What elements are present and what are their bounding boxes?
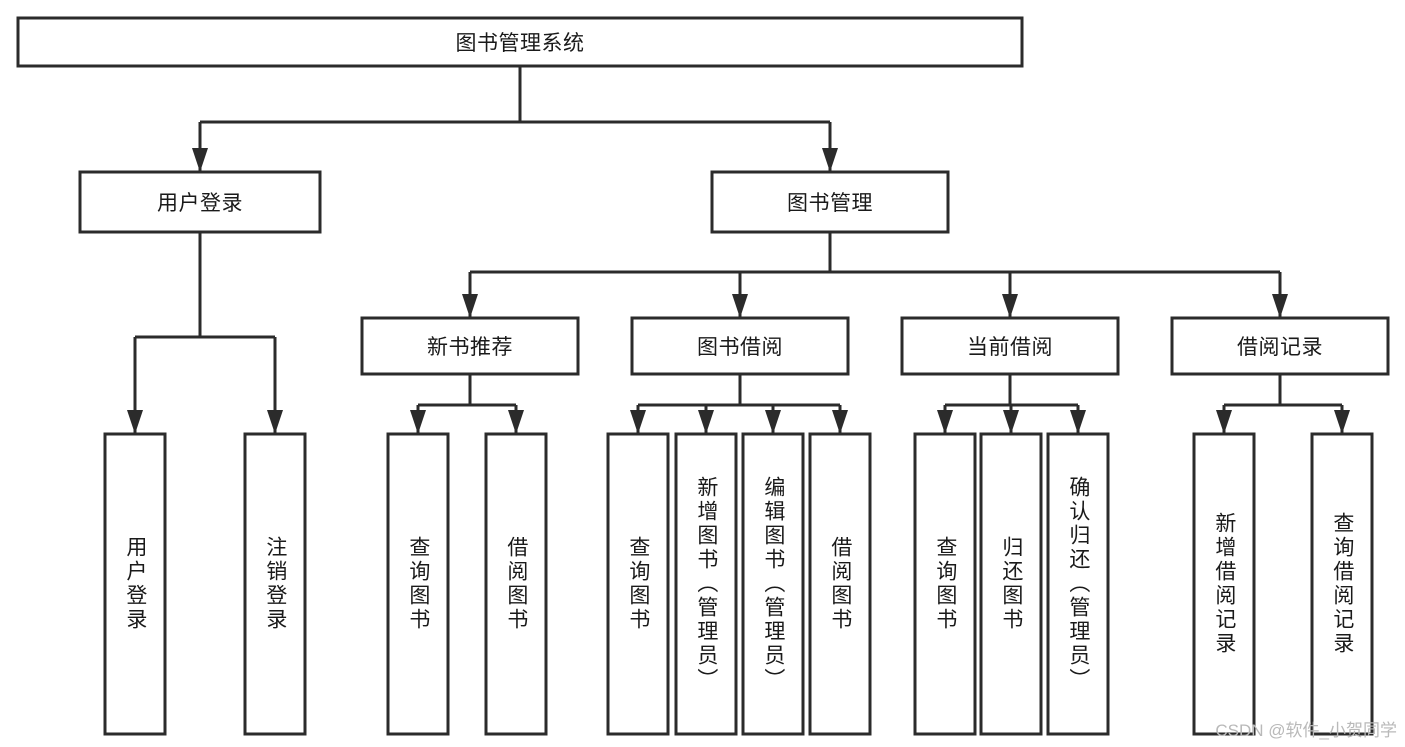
- arrow-head-icon: [192, 148, 208, 172]
- node-box-l2-borrow-record[interactable]: [1170, 316, 1390, 376]
- arrow-head-icon: [1334, 410, 1350, 434]
- node-box-l2-current-borrow[interactable]: [900, 316, 1120, 376]
- node-box-l2-new-book-rec[interactable]: [360, 316, 580, 376]
- node-box-leaf-cb-return-book[interactable]: [979, 432, 1043, 736]
- node-box-leaf-cb-confirm-return[interactable]: [1046, 432, 1110, 736]
- arrow-head-icon: [127, 410, 143, 434]
- arrow-head-icon: [410, 410, 426, 434]
- arrow-head-icon: [508, 410, 524, 434]
- node-box-root[interactable]: [16, 16, 1024, 68]
- arrow-head-icon: [630, 410, 646, 434]
- arrow-head-icon: [267, 410, 283, 434]
- arrow-head-icon: [698, 410, 714, 434]
- node-box-leaf-cb-query-book[interactable]: [913, 432, 977, 736]
- node-box-l2-book-borrow[interactable]: [630, 316, 850, 376]
- node-box-leaf-rec-borrow-book[interactable]: [484, 432, 548, 736]
- arrow-head-icon: [1070, 410, 1086, 434]
- arrow-head-icon: [462, 294, 478, 318]
- node-box-l1-user-login[interactable]: [78, 170, 322, 234]
- node-box-leaf-user-login[interactable]: [103, 432, 167, 736]
- node-box-leaf-bb-add-book[interactable]: [674, 432, 738, 736]
- arrow-head-icon: [832, 410, 848, 434]
- arrow-head-icon: [937, 410, 953, 434]
- node-box-leaf-bb-edit-book[interactable]: [741, 432, 805, 736]
- boxes-layer: [16, 16, 1390, 736]
- node-box-leaf-bb-query-book[interactable]: [606, 432, 670, 736]
- node-box-leaf-br-query-record[interactable]: [1310, 432, 1374, 736]
- arrow-head-icon: [1003, 410, 1019, 434]
- arrow-head-icon: [732, 294, 748, 318]
- arrow-head-icon: [822, 148, 838, 172]
- edges-layer: [127, 66, 1350, 434]
- node-box-leaf-bb-borrow-book[interactable]: [808, 432, 872, 736]
- node-box-l1-book-mgmt[interactable]: [710, 170, 950, 234]
- node-box-leaf-rec-query-book[interactable]: [386, 432, 450, 736]
- node-box-leaf-br-add-record[interactable]: [1192, 432, 1256, 736]
- arrow-head-icon: [1272, 294, 1288, 318]
- arrow-head-icon: [765, 410, 781, 434]
- arrow-head-icon: [1216, 410, 1232, 434]
- arrow-head-icon: [1002, 294, 1018, 318]
- node-box-leaf-logout[interactable]: [243, 432, 307, 736]
